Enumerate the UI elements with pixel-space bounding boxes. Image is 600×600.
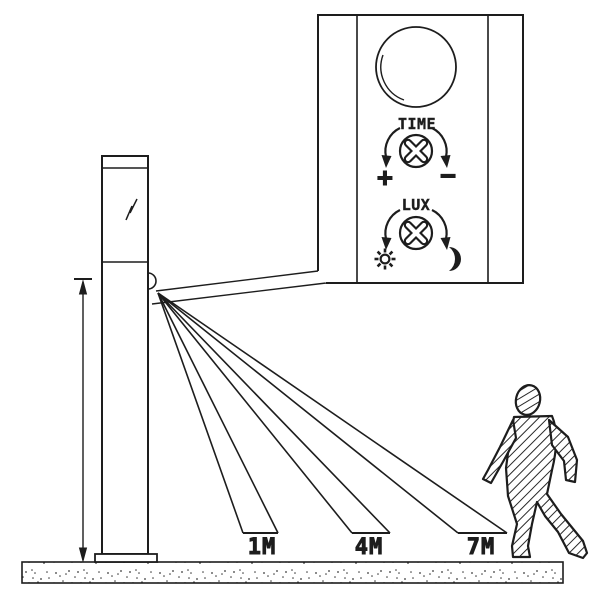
pole-base — [94, 553, 158, 563]
lux-dial-label: LUX — [402, 196, 431, 214]
person-torso-legs — [504, 414, 589, 560]
dimension-arrow-up-icon — [78, 279, 88, 295]
person-head — [514, 384, 542, 416]
beam-edge — [157, 292, 391, 534]
callout-leader-lines — [151, 270, 327, 305]
range-labels: 1M 4M 7M — [247, 535, 496, 561]
rotate-right-arrow-icon — [431, 127, 448, 158]
arrowhead-icon — [440, 155, 451, 168]
lux-dial-ring — [398, 215, 434, 251]
dome-highlight-arc — [380, 54, 405, 101]
leader-line-upper — [155, 270, 319, 292]
rotate-left-arrow-icon — [384, 127, 401, 158]
arrowhead-icon — [440, 237, 451, 250]
sun-icon — [374, 248, 396, 270]
leader-line-lower — [151, 282, 327, 305]
beam-edge — [157, 292, 279, 534]
lux-dial: LUX — [374, 196, 461, 271]
time-dial-label: TIME — [398, 115, 436, 133]
glass-shine-icon — [129, 198, 138, 214]
dimension-arrow-down-icon — [78, 547, 88, 563]
beam-edge — [157, 292, 508, 534]
pole-body — [101, 155, 149, 555]
pir-sensor-bump — [147, 272, 157, 290]
arrowhead-icon — [381, 237, 392, 250]
beam-edge — [157, 292, 459, 534]
time-plus-label: + — [377, 163, 393, 193]
beam-edge — [157, 292, 353, 534]
pir-sensor-dome-icon — [375, 26, 457, 108]
bollard-sensor-light — [94, 155, 158, 563]
detection-beams — [157, 292, 508, 534]
time-dial: TIME + − — [377, 115, 457, 194]
time-minus-label: − — [440, 161, 456, 191]
glass-shine-icon — [125, 205, 133, 221]
moon-icon — [449, 247, 461, 271]
screw-slot — [405, 222, 427, 244]
height-dimension-arrow — [74, 278, 92, 563]
beam-edge — [157, 292, 244, 534]
range-label-7m: 7M — [467, 535, 496, 560]
arrowhead-icon — [381, 155, 392, 168]
walking-person — [481, 384, 589, 560]
range-label-1m: 1M — [248, 535, 277, 560]
rotate-left-arrow-icon — [384, 209, 401, 240]
screw-slot — [405, 140, 427, 162]
time-dial-ring — [398, 133, 434, 169]
detail-panel: TIME + − LUX — [317, 14, 524, 284]
range-label-4m: 4M — [355, 535, 384, 560]
person-back-arm — [547, 418, 579, 484]
ground-strip — [21, 561, 564, 584]
rotate-right-arrow-icon — [431, 209, 448, 240]
ground-surface — [21, 561, 564, 584]
person-front-arm — [481, 418, 518, 485]
